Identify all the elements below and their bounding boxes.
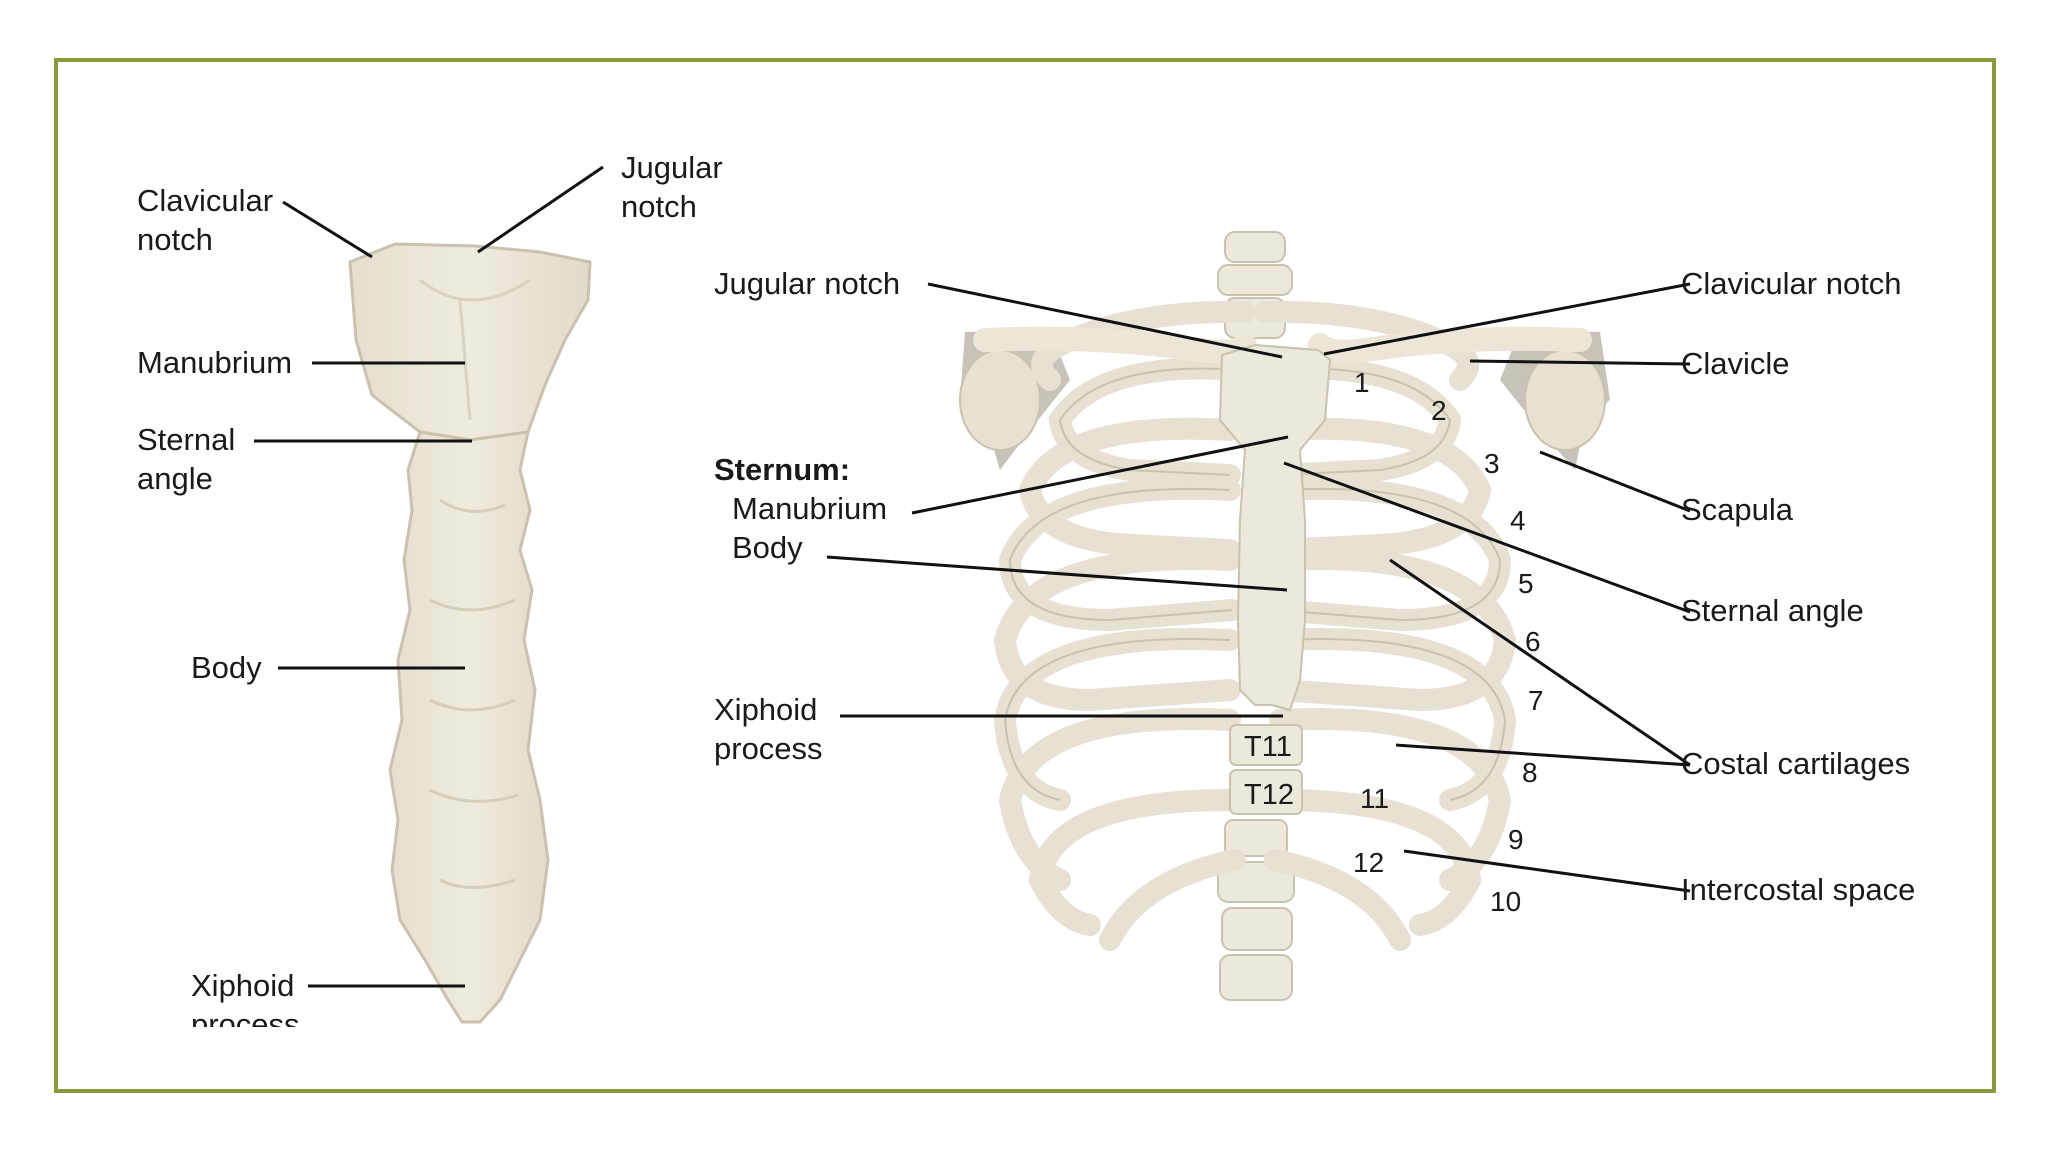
- rib-number-1: 1: [1354, 367, 1370, 398]
- label-jugular-notch-thorax: Jugular notch: [714, 266, 901, 301]
- label-manubrium-thorax: Manubrium: [732, 491, 888, 526]
- rib-number-7: 7: [1528, 685, 1544, 716]
- label-sternal-angle-left: Sternal angle: [137, 422, 236, 496]
- rib-number-3: 3: [1484, 448, 1500, 479]
- rib-number-2: 2: [1431, 395, 1447, 426]
- label-costal-cartilages: Costal cartilages: [1681, 746, 1911, 781]
- label-jugular-notch-left: Jugular notch: [621, 150, 723, 224]
- rib-number-12: 12: [1353, 847, 1385, 878]
- rib-number-10: 10: [1490, 886, 1522, 917]
- label-clavicle: Clavicle: [1681, 346, 1790, 381]
- figure-frame: [54, 58, 1996, 1093]
- rib-number-4: 4: [1510, 505, 1526, 536]
- label-scapula: Scapula: [1681, 492, 1794, 527]
- vertebra-label-t12: T12: [1244, 779, 1294, 811]
- label-sternal-angle-thorax: Sternal angle: [1681, 593, 1864, 628]
- rib-number-5: 5: [1518, 568, 1534, 599]
- label-intercostal-space: Intercostal space: [1681, 872, 1916, 907]
- rib-number-9: 9: [1508, 824, 1524, 855]
- rib-number-11: 11: [1360, 783, 1390, 814]
- label-clavicular-notch-thorax: Clavicular notch: [1681, 266, 1902, 301]
- rib-number-8: 8: [1522, 757, 1538, 788]
- rib-number-6: 6: [1525, 626, 1541, 657]
- sternum-illustration: [348, 242, 592, 1024]
- label-xiphoid-process-thorax: Xiphoid process: [714, 692, 823, 766]
- label-xiphoid-process-left: Xiphoid process: [191, 968, 300, 1027]
- label-body-left: Body: [191, 650, 262, 685]
- vertebra-label-t11: T11: [1244, 731, 1292, 763]
- thoracic-cage-illustration: [959, 231, 1610, 1001]
- label-clavicular-notch-left: Clavicular notch: [137, 183, 274, 257]
- label-sternum-heading: Sternum:: [714, 452, 851, 487]
- leader-lines: [254, 165, 1691, 988]
- label-manubrium-left: Manubrium: [137, 345, 293, 380]
- label-body-thorax: Body: [732, 530, 803, 565]
